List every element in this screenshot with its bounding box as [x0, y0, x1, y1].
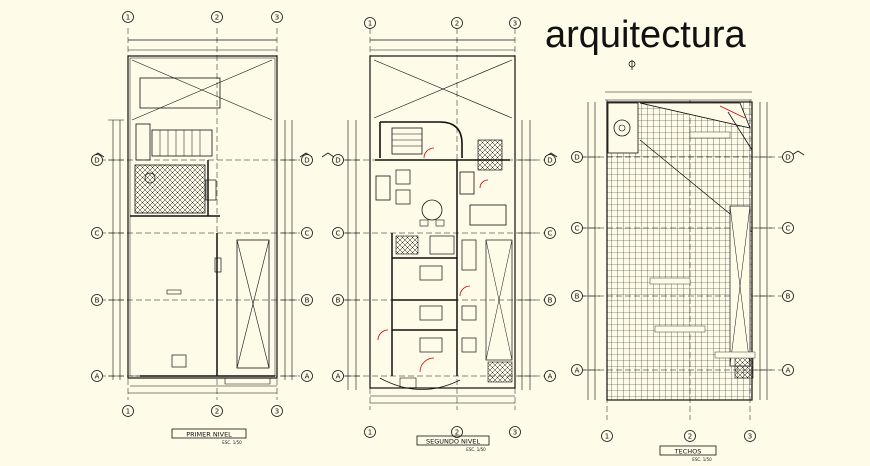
grid-column-bubble-bottom-circle — [122, 405, 134, 417]
grid-row-bubble-left: B — [336, 297, 341, 305]
grid-row-bubble-right: C — [786, 225, 791, 233]
grid-column-bubble-bottom-circle — [211, 405, 223, 417]
grid-row-bubble-right-circle — [301, 294, 313, 306]
grid-column-bubble-bottom: 2 — [688, 433, 692, 441]
grid-row-bubble-left-circle — [91, 294, 103, 306]
grid-column-bubble-top: 3 — [513, 20, 517, 28]
grid-column-bubble-bottom-circle — [744, 430, 756, 442]
grid-column-bubble-top-circle — [509, 17, 521, 29]
grid-row-bubble-right: A — [548, 373, 553, 381]
page-title: arquitectura — [545, 14, 746, 56]
grid-row-bubble-left: B — [95, 297, 100, 305]
plan-scale-techos: ESC. 1/50 — [692, 457, 712, 462]
grid-row-bubble-left: D — [94, 157, 99, 165]
grid-row-bubble-right: D — [785, 154, 790, 162]
grid-column-bubble-bottom: 3 — [275, 408, 279, 416]
grid-row-bubble-right-circle — [301, 154, 313, 166]
grid-column-bubble-top: 2 — [455, 20, 459, 28]
grid-row-bubble-right: A — [786, 367, 791, 375]
grid-column-bubble-bottom-circle — [684, 430, 696, 442]
grid-row-bubble-left: C — [336, 230, 341, 238]
grid-column-bubble-top-circle — [364, 17, 376, 29]
grid-row-bubble-left-circle — [571, 222, 583, 234]
grid-row-bubble-right-circle — [782, 364, 794, 376]
grid-row-bubble-right-circle — [544, 370, 556, 382]
grid-row-bubble-left: A — [575, 367, 580, 375]
grid-row-bubble-right-circle — [544, 227, 556, 239]
plan-techos — [580, 60, 805, 420]
grid-row-bubble-right-circle — [544, 154, 556, 166]
grid-column-bubble-bottom-circle — [271, 405, 283, 417]
grid-column-bubble-bottom: 1 — [126, 408, 130, 416]
grid-row-bubble-right: B — [548, 297, 553, 305]
grid-row-bubble-right: B — [786, 293, 791, 301]
grid-row-bubble-left-circle — [332, 227, 344, 239]
plan-segundo-nivel — [321, 28, 558, 410]
grid-column-bubble-top: 1 — [368, 20, 372, 28]
grid-row-bubble-left: A — [336, 373, 341, 381]
grid-row-bubble-left-circle — [91, 154, 103, 166]
grid-column-bubble-bottom: 1 — [605, 433, 609, 441]
plan-primer-nivel — [91, 28, 313, 400]
grid-column-bubble-top-circle — [271, 11, 283, 23]
grid-column-bubble-top: 2 — [215, 14, 219, 22]
grid-row-bubble-left: C — [95, 230, 100, 238]
plan-title-block-1: PRIMER NIVEL ESC. 1/50 — [171, 428, 247, 445]
plan-title-block-3: TECHOS ESC. 1/50 — [659, 445, 717, 462]
plan-title-block-2: SEGUNDO NIVEL ESC. 1/50 — [416, 435, 490, 452]
grid-row-bubble-left: D — [574, 154, 579, 162]
grid-row-bubble-right: A — [305, 373, 310, 381]
grid-row-bubble-left-circle — [91, 370, 103, 382]
plan-label-primer-nivel: PRIMER NIVEL — [186, 431, 232, 439]
grid-row-bubble-left: D — [335, 157, 340, 165]
grid-row-bubble-left-circle — [332, 154, 344, 166]
grid-row-bubble-right: D — [304, 157, 309, 165]
grid-column-bubble-bottom-circle — [509, 426, 521, 438]
grid-row-bubble-left-circle — [91, 227, 103, 239]
plan-scale-segundo-nivel: ESC. 1/50 — [466, 447, 486, 452]
grid-row-bubble-left: B — [575, 293, 580, 301]
grid-column-bubble-bottom: 3 — [748, 433, 752, 441]
grid-column-bubble-bottom-circle — [451, 426, 463, 438]
grid-row-bubble-left-circle — [571, 290, 583, 302]
grid-column-bubble-bottom: 2 — [455, 429, 459, 437]
grid-column-bubble-bottom-circle — [601, 430, 613, 442]
grid-column-bubble-bottom: 1 — [368, 429, 372, 437]
grid-row-bubble-right: C — [548, 230, 553, 238]
plan-scale-primer-nivel: ESC. 1/50 — [222, 440, 242, 445]
grid-column-bubble-top-circle — [211, 11, 223, 23]
grid-row-bubble-left: A — [95, 373, 100, 381]
grid-row-bubble-right-circle — [782, 151, 794, 163]
grid-row-bubble-right: B — [305, 297, 310, 305]
plan-label-segundo-nivel: SEGUNDO NIVEL — [426, 438, 480, 446]
grid-row-bubble-right-circle — [544, 294, 556, 306]
grid-row-bubble-left-circle — [571, 151, 583, 163]
grid-row-bubble-right-circle — [301, 370, 313, 382]
grid-row-bubble-left: C — [575, 225, 580, 233]
grid-row-bubble-left-circle — [332, 294, 344, 306]
plan-label-techos: TECHOS — [674, 448, 702, 456]
grid-row-bubble-left-circle — [571, 364, 583, 376]
grid-column-bubble-bottom-circle — [364, 426, 376, 438]
grid-column-bubble-top-circle — [451, 17, 463, 29]
grid-column-bubble-top: 1 — [126, 14, 130, 22]
grid-column-bubble-top: 3 — [275, 14, 279, 22]
grid-column-bubble-top-circle — [122, 11, 134, 23]
grid-column-bubble-bottom: 3 — [513, 429, 517, 437]
grid-row-bubble-right-circle — [782, 222, 794, 234]
grid-row-bubble-right-circle — [301, 227, 313, 239]
grid-row-bubble-right: C — [305, 230, 310, 238]
grid-row-bubble-right: D — [547, 157, 552, 165]
grid-row-bubble-left-circle — [332, 370, 344, 382]
grid-column-bubble-bottom: 2 — [215, 408, 219, 416]
grid-row-bubble-right-circle — [782, 290, 794, 302]
